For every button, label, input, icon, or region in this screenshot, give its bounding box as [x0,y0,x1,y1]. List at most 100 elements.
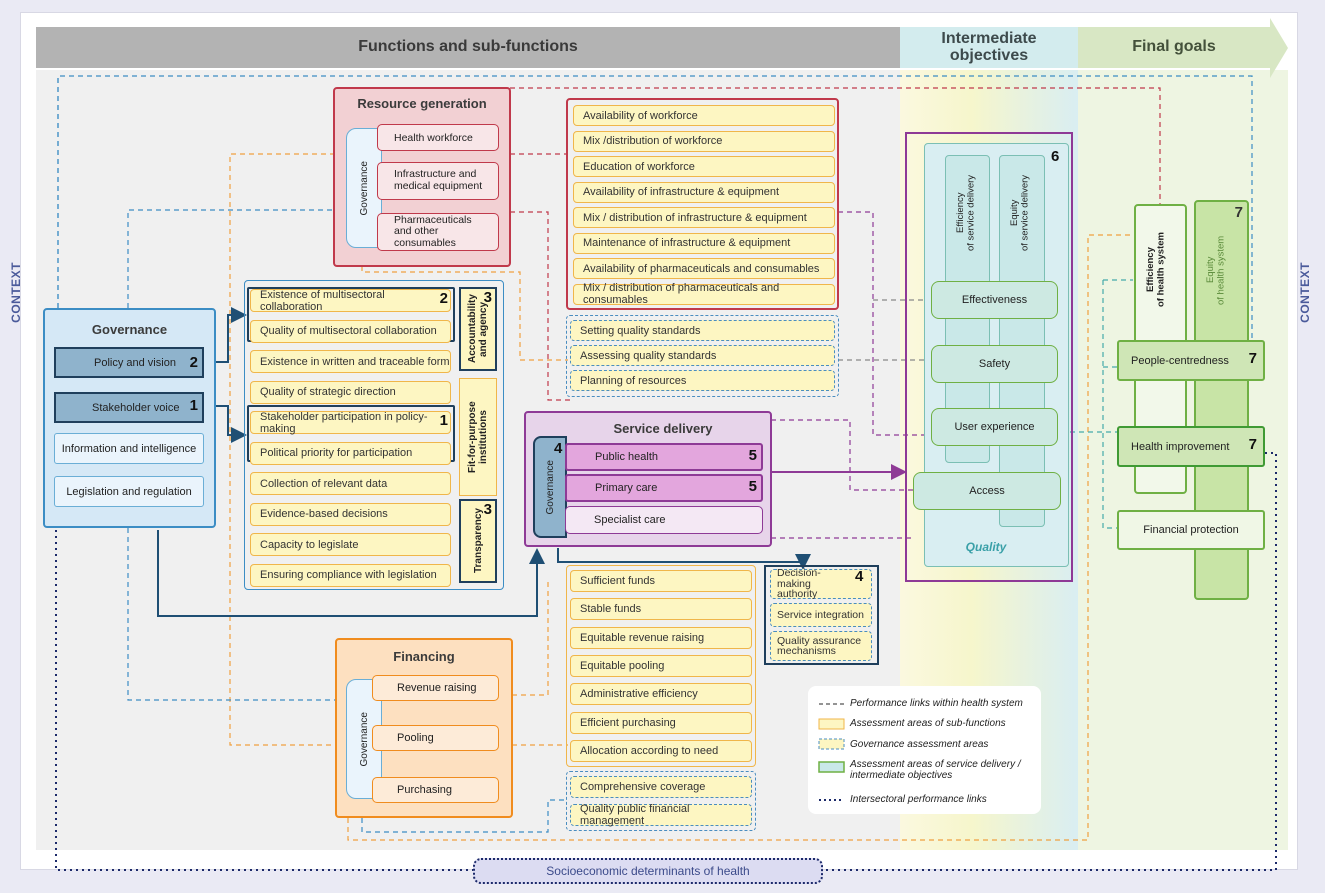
resource-governance-item[interactable]: Assessing quality standards [570,345,835,366]
header-intermediate: Intermediate objectives [900,27,1078,68]
people-centredness-box[interactable]: People-centredness 7 [1117,340,1265,381]
resource-generation-title: Resource generation [357,96,487,111]
resource-assessment-item[interactable]: Mix / distribution of pharmaceuticals an… [573,282,835,306]
resource-assessment-item[interactable]: Mix /distribution of workforce [573,130,835,152]
service-governance-label: Governance [544,459,556,515]
governance-assessment-label: Existence of multisectoral collaboration [260,288,385,313]
equity-service-column: Equity of service delivery [999,155,1045,527]
intermediate-item[interactable]: Effectiveness [931,281,1058,319]
resource-assessment-item[interactable]: Availability of workforce [573,105,835,126]
intermediate-objectives-frame [905,132,1073,582]
revenue-raising-box[interactable]: Revenue raising [372,675,499,701]
stakeholder-voice-box[interactable]: Stakeholder voice 1 [54,392,204,423]
legislation-regulation-box[interactable]: Legislation and regulation [54,476,204,507]
fit-for-purpose-box[interactable]: Fit-for-purpose institutions [459,378,497,496]
financing-assessment-item[interactable]: Allocation according to need [570,739,752,762]
intermediate-item[interactable]: Access [913,472,1061,510]
efficiency-service-label: Efficiency of service delivery [955,174,977,252]
information-intelligence-box[interactable]: Information and intelligence [54,433,204,464]
header-arrow-icon [1270,18,1288,78]
header-final-goals: Final goals [1078,27,1270,68]
financing-governance-item[interactable]: Quality public financial management [570,803,752,827]
transparency-box[interactable]: Transparency 3 [459,499,497,583]
service-delivery-title: Service delivery [613,421,713,436]
governance-assessment-item[interactable]: Capacity to legislate [250,533,451,556]
governance-assessment-num: 2 [439,290,448,307]
accountability-box[interactable]: Accountability and agency 3 [459,287,497,371]
resource-assessment-item[interactable]: Availability of pharmaceuticals and cons… [573,258,835,279]
financing-assessment-item[interactable]: Efficient purchasing [570,711,752,734]
health-workforce-box[interactable]: Health workforce [377,124,499,151]
governance-assessment-num: 1 [439,412,448,429]
governance-assessment-item[interactable]: Existence of multisectoral collaboration… [250,288,451,313]
governance-assessment-item[interactable]: Collection of relevant data [250,472,451,495]
governance-assessment-item[interactable]: Evidence-based decisions [250,502,451,526]
equity-health-label: Equity of health system [1205,235,1227,305]
public-health-label: Public health [595,451,658,463]
service-integration-box[interactable]: Service integration [770,603,872,627]
public-health-num: 5 [748,447,757,464]
legend-intersectoral: Intersectoral performance links [850,794,987,805]
financial-protection-box[interactable]: Financial protection [1117,510,1265,550]
financing-governance-item[interactable]: Comprehensive coverage [570,776,752,798]
policy-vision-box[interactable]: Policy and vision 2 [54,347,204,378]
governance-assessment-label: Existence in written and traceable form [260,355,450,368]
intermediate-item[interactable]: User experience [931,408,1058,446]
primary-care-box[interactable]: Primary care 5 [565,474,763,502]
people-centredness-label: People-centredness [1131,354,1229,367]
quality-label: Quality [965,540,1007,554]
governance-assessment-item[interactable]: Ensuring compliance with legislation [250,563,451,587]
pooling-box[interactable]: Pooling [372,725,499,751]
decision-making-label: Decision-making authority [777,567,821,601]
intermediate-num: 6 [1051,148,1060,165]
financing-assessment-item[interactable]: Equitable revenue raising [570,626,752,649]
resource-governance-item[interactable]: Setting quality standards [570,320,835,341]
governance-assessment-item[interactable]: Quality of strategic direction [250,380,451,404]
financing-assessment-item[interactable]: Administrative efficiency [570,683,752,706]
governance-assessment-item[interactable]: Political priority for participation [250,441,451,465]
purchasing-box[interactable]: Purchasing [372,777,499,803]
quality-assurance-box[interactable]: Quality assurance mechanisms [770,631,872,661]
transparency-num: 3 [483,501,492,518]
governance-assessment-item[interactable]: Quality of multisectoral collaboration [250,319,451,343]
financing-assessment-item[interactable]: Stable funds [570,598,752,621]
resource-assessment-item[interactable]: Availability of infrastructure & equipme… [573,181,835,203]
governance-assessment-item[interactable]: Stakeholder participation in policy-maki… [250,411,451,435]
resource-governance-group [566,315,839,397]
financing-assessment-item[interactable]: Equitable pooling [570,654,752,677]
financing-assessment-group [566,565,756,767]
financing-assessment-item[interactable]: Sufficient funds [570,570,752,592]
infrastructure-box[interactable]: Infrastructure and medical equipment [377,162,499,200]
resource-assessment-item[interactable]: Education of workforce [573,156,835,177]
financing-title: Financing [393,649,455,664]
service-governance-bar[interactable]: Governance 4 [533,436,567,538]
intermediate-item[interactable]: Safety [931,345,1058,383]
governance-assessment-label: Quality of strategic direction [260,386,396,398]
governance-assessment-label: Capacity to legislate [260,538,359,551]
governance-assessment-label: Collection of relevant data [260,477,388,490]
resource-assessment-item[interactable]: Mix / distribution of infrastructure & e… [573,207,835,228]
resource-assessment-item[interactable]: Maintenance of infrastructure & equipmen… [573,232,835,254]
header-functions: Functions and sub-functions [36,27,900,68]
socioeconomic-box[interactable]: Socioeconomic determinants of health [473,858,823,884]
service-governance-group [764,565,879,665]
specialist-care-box[interactable]: Specialist care [565,506,763,534]
decision-making-box[interactable]: Decision-making authority [770,567,872,601]
primary-care-num: 5 [748,478,757,495]
governance-assessment-item[interactable]: Existence in written and traceable form [250,350,451,373]
resource-governance-item[interactable]: Planning of resources [570,370,835,391]
legend-governance-areas: Governance assessment areas [850,739,989,750]
accountability-num: 3 [483,289,492,306]
policy-vision-label: Policy and vision [94,356,176,369]
public-health-box[interactable]: Public health 5 [565,443,763,471]
equity-health-num: 7 [1234,204,1243,221]
financing-governance-label: Governance [358,711,370,767]
health-improvement-box[interactable]: Health improvement 7 [1117,426,1265,467]
legend-swatches [818,703,845,801]
fit-for-purpose-label: Fit-for-purpose institutions [467,401,489,473]
governance-assessment-label: Quality of multisectoral collaboration [260,325,437,337]
efficiency-health-label: Efficiency of health system [1145,232,1167,308]
pharmaceuticals-box[interactable]: Pharmaceuticals and other consumables [377,213,499,251]
stakeholder-voice-num: 1 [189,397,198,414]
governance-title: Governance [91,322,168,337]
